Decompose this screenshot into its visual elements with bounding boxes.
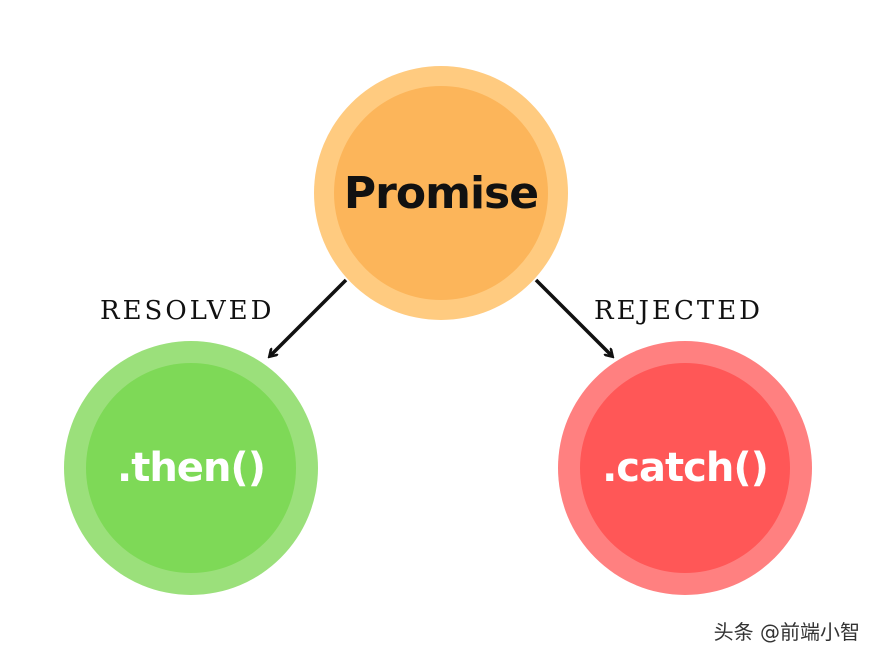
watermark: 头条 @前端小智 xyxy=(713,620,860,644)
catch-node-inner: .catch() xyxy=(580,363,790,573)
resolved-label: RESOLVED xyxy=(100,296,275,326)
catch-node-label: .catch() xyxy=(602,445,769,491)
arrow-rejected xyxy=(534,278,612,356)
rejected-label: REJECTED xyxy=(594,296,764,326)
then-node-inner: .then() xyxy=(86,363,296,573)
then-node-label: .then() xyxy=(117,445,266,491)
promise-node-label: Promise xyxy=(343,167,539,219)
arrow-resolved xyxy=(270,278,348,356)
promise-node-inner: Promise xyxy=(334,86,548,300)
